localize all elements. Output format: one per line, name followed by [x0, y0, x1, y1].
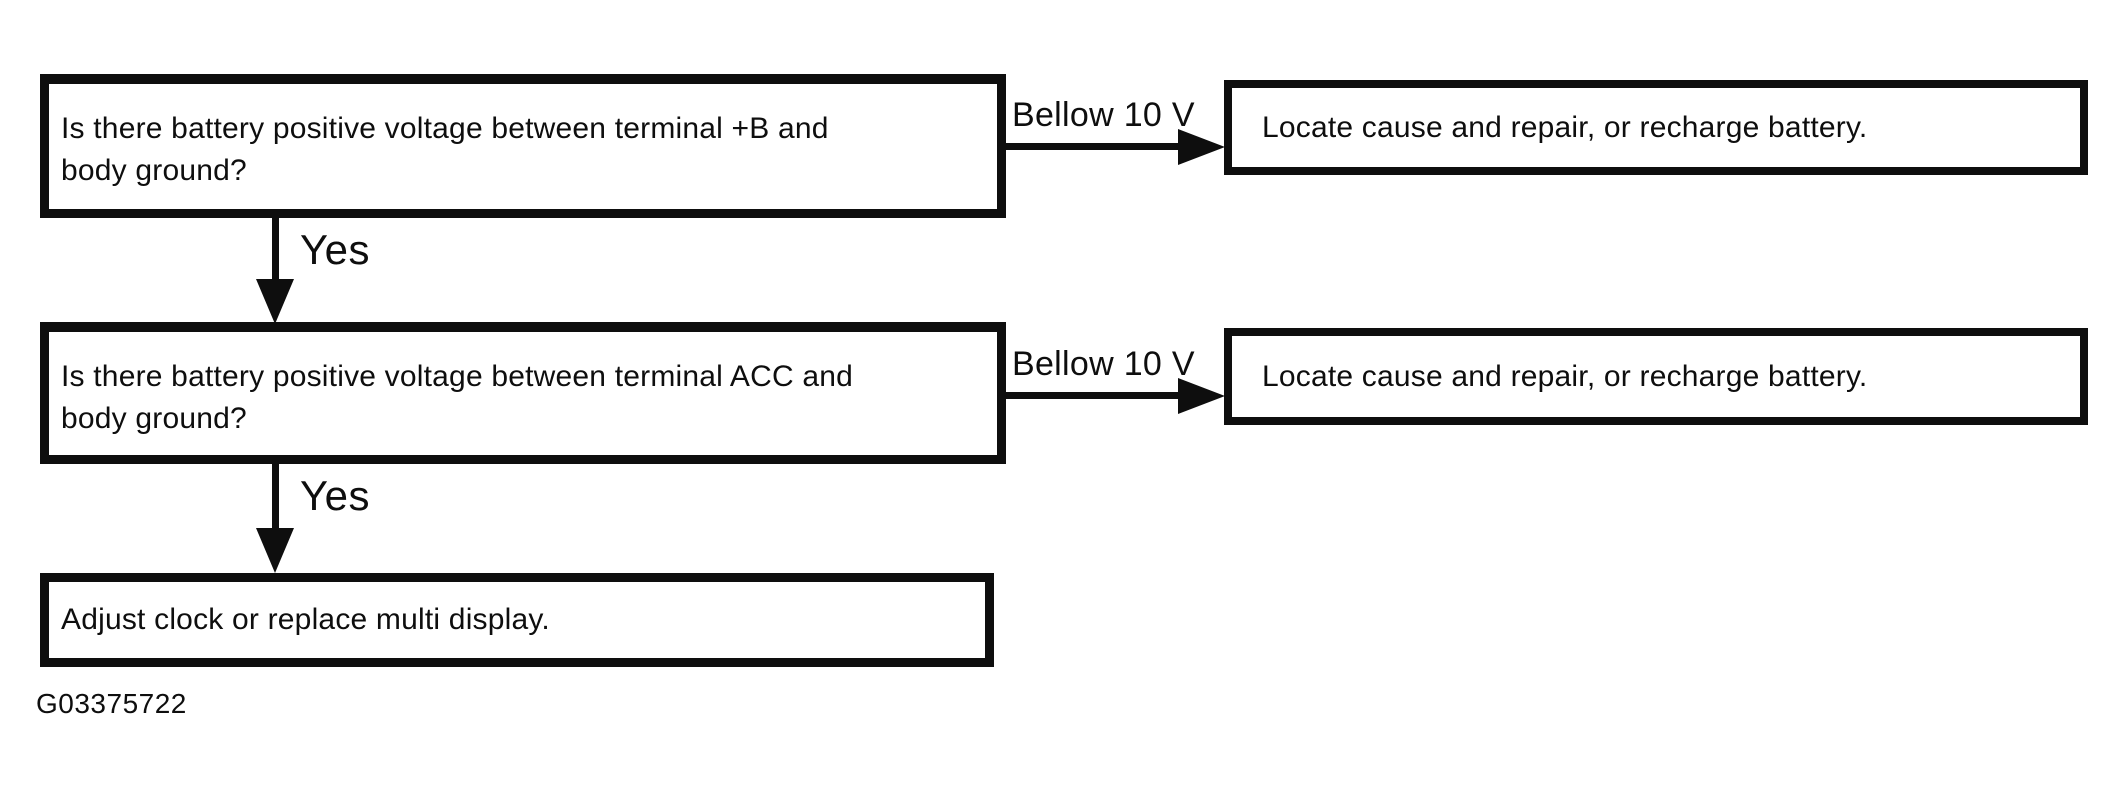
result-box-recharge-battery-2: Locate cause and repair, or recharge bat… — [1224, 328, 2088, 425]
down-arrow-icon-2 — [256, 528, 294, 573]
question-box-terminal-acc: Is there battery positive voltage betwee… — [40, 322, 1006, 464]
yes-label-2: Yes — [300, 472, 371, 519]
branch-connector-line-2 — [1006, 392, 1180, 399]
final-box-adjust-clock: Adjust clock or replace multi display. — [40, 573, 994, 667]
branch-label-below-10v-1: Bellow 10 V — [1012, 96, 1195, 134]
question-box-terminal-b: Is there battery positive voltage betwee… — [40, 74, 1006, 218]
branch-label-below-10v-2: Bellow 10 V — [1012, 345, 1195, 383]
branch-connector-line-1 — [1006, 143, 1180, 150]
question-box-terminal-b-line1: Is there battery positive voltage betwee… — [61, 112, 829, 145]
question-box-terminal-acc-line2: body ground? — [61, 402, 247, 435]
result-box-recharge-battery-2-text: Locate cause and repair, or recharge bat… — [1262, 359, 1868, 393]
result-box-recharge-battery-1: Locate cause and repair, or recharge bat… — [1224, 80, 2088, 175]
final-box-adjust-clock-text: Adjust clock or replace multi display. — [61, 603, 550, 636]
yes-connector-line-2 — [272, 464, 279, 528]
right-arrow-icon-2 — [1178, 378, 1225, 414]
right-arrow-icon-1 — [1178, 129, 1225, 165]
question-box-terminal-acc-line1: Is there battery positive voltage betwee… — [61, 360, 854, 393]
figure-id: G03375722 — [36, 688, 187, 719]
yes-label-1: Yes — [300, 226, 371, 273]
question-box-terminal-b-line2: body ground? — [61, 154, 247, 187]
result-box-recharge-battery-1-text: Locate cause and repair, or recharge bat… — [1262, 110, 1868, 144]
yes-connector-line-1 — [272, 218, 279, 280]
down-arrow-icon-1 — [256, 279, 294, 324]
